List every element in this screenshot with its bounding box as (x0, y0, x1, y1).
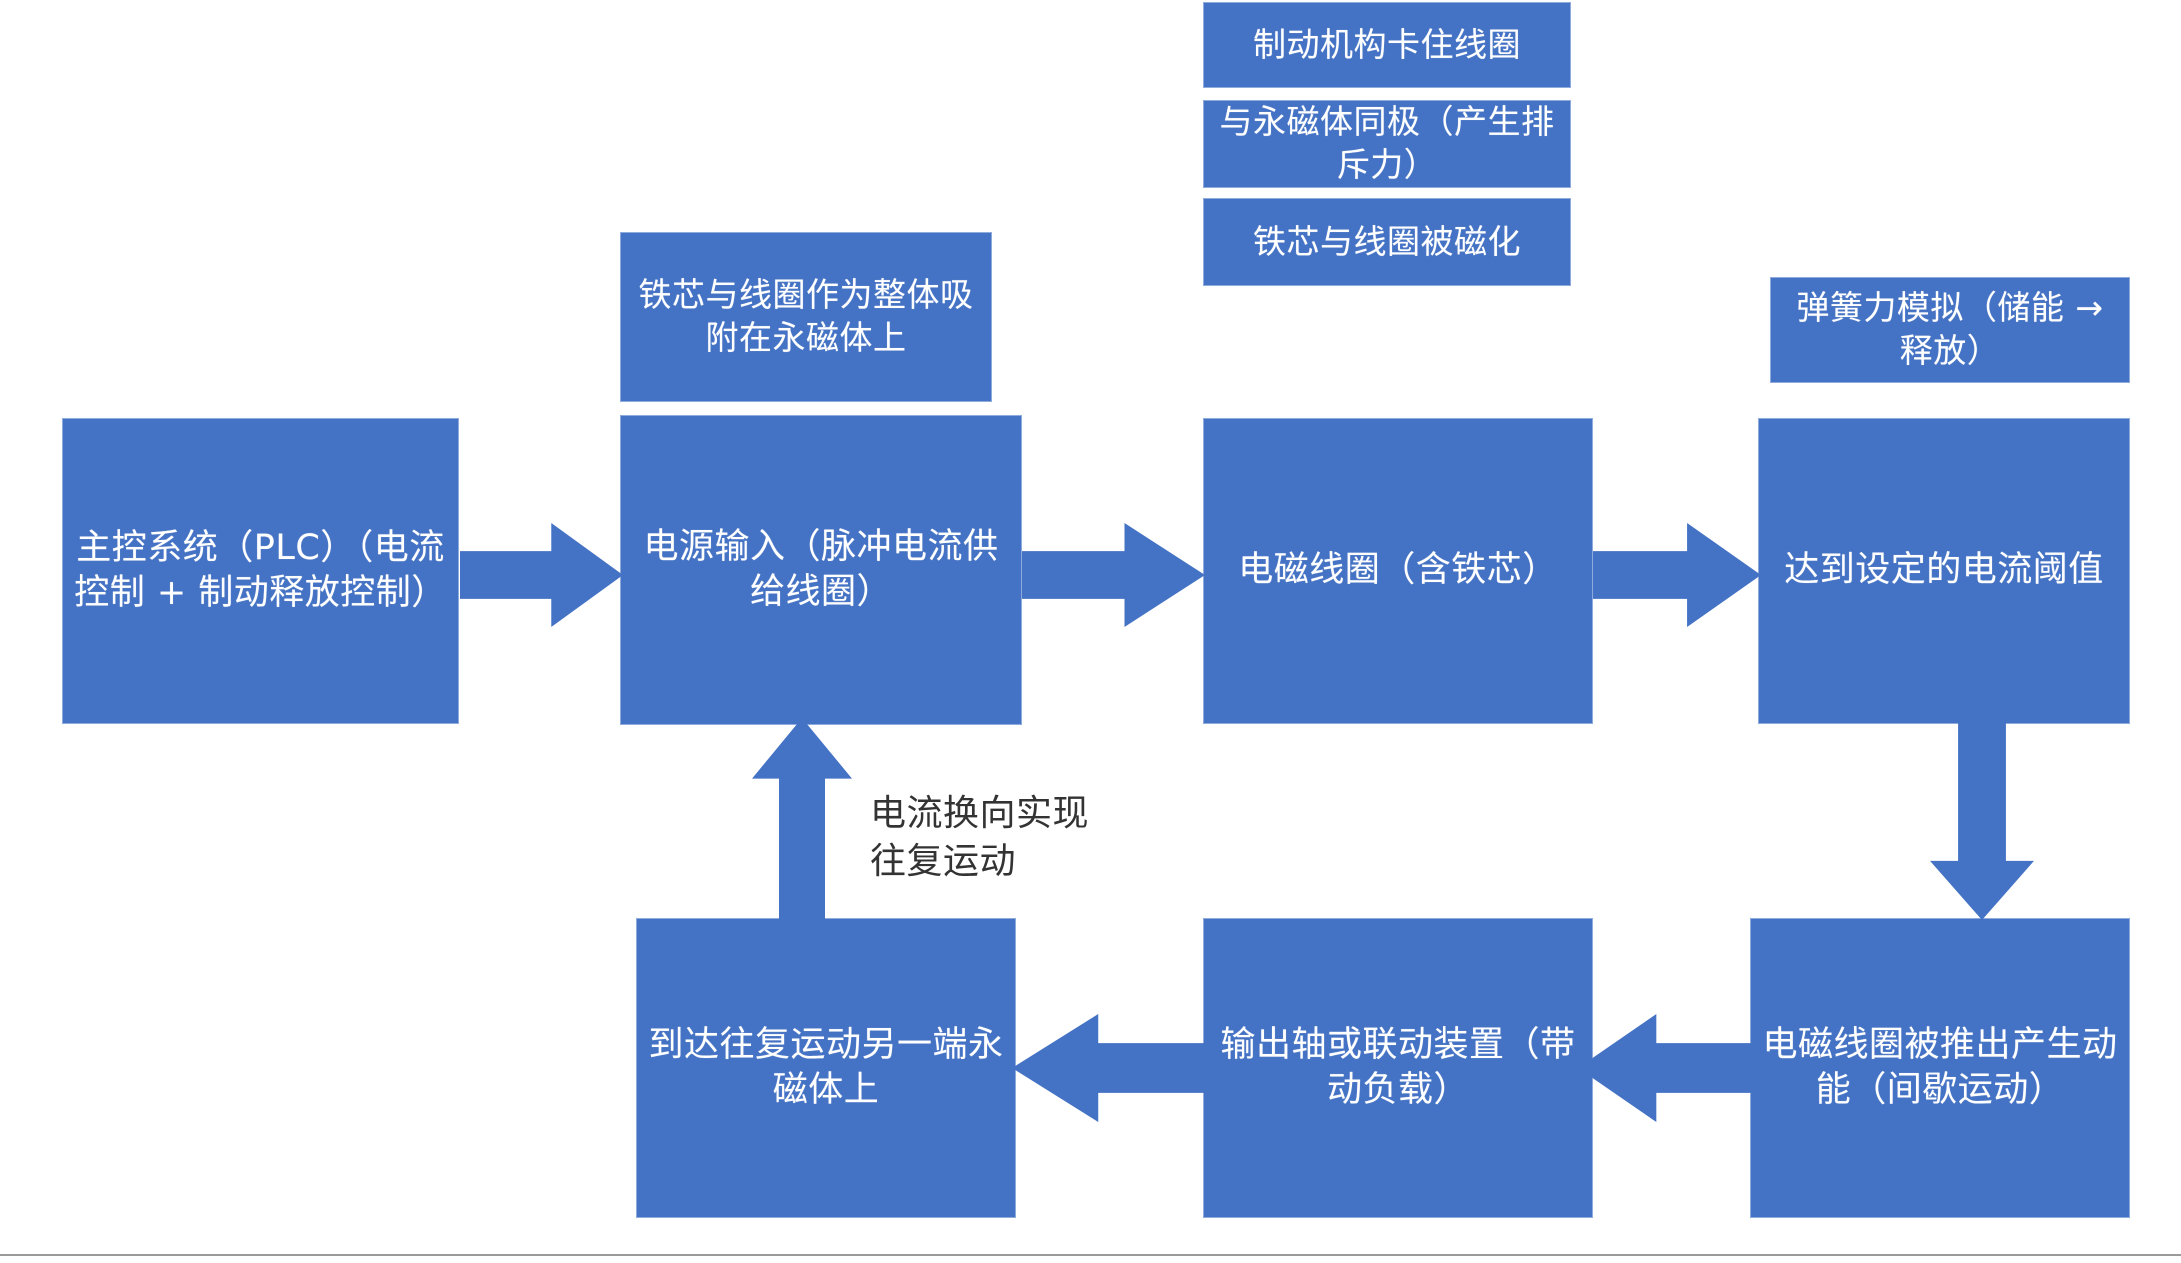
node-reach-other-magnet[interactable]: 到达往复运动另一端永磁体上 (636, 918, 1016, 1218)
node-power-input-label: 电源输入（脉冲电流供给线圈） (643, 526, 999, 613)
node-current-threshold-label: 达到设定的电流阈值 (1784, 550, 2104, 591)
node-reach-other-magnet-label: 到达往复运动另一端永磁体上 (648, 1024, 1004, 1111)
node-power-input[interactable]: 电源输入（脉冲电流供给线圈） (620, 415, 1022, 725)
node-output-shaft-label: 输出轴或联动装置（带动负载） (1220, 1024, 1576, 1111)
node-coil-pushed-out-label: 电磁线圈被推出产生动能（间歇运动） (1762, 1024, 2118, 1111)
arrow-power-input-to-coil (1022, 523, 1205, 627)
node-electromagnetic-coil-label: 电磁线圈（含铁芯） (1238, 550, 1558, 591)
node-same-pole-repulsion[interactable]: 与永磁体同极（产生排斥力） (1203, 100, 1571, 188)
node-spring-force-sim-label: 弹簧力模拟（储能 → 释放） (1796, 288, 2104, 370)
node-plc-label: 主控系统（PLC）（电流控制 + 制动释放控制） (74, 527, 447, 614)
node-brake-locks-coil[interactable]: 制动机构卡住线圈 (1203, 2, 1571, 88)
footer-divider (0, 1254, 2181, 1256)
node-output-shaft[interactable]: 输出轴或联动装置（带动负载） (1203, 918, 1593, 1218)
node-core-coil-attached[interactable]: 铁芯与线圈作为整体吸附在永磁体上 (620, 232, 992, 402)
arrow-coil-to-threshold (1593, 523, 1761, 627)
arrow-threshold-to-pushed-out (1930, 723, 2034, 920)
node-coil-pushed-out[interactable]: 电磁线圈被推出产生动能（间歇运动） (1750, 918, 2130, 1218)
node-spring-force-sim[interactable]: 弹簧力模拟（储能 → 释放） (1770, 277, 2130, 383)
annotation-current-reversal: 电流换向实现往复运动 (870, 793, 1090, 882)
arrow-plc-to-power-input (460, 523, 623, 627)
node-same-pole-repulsion-label: 与永磁体同极（产生排斥力） (1219, 102, 1555, 184)
arrow-pushed-out-to-output-shaft (1578, 1014, 1756, 1122)
arrow-reach-magnet-to-power-input (752, 718, 852, 920)
node-plc[interactable]: 主控系统（PLC）（电流控制 + 制动释放控制） (62, 418, 459, 724)
node-electromagnetic-coil[interactable]: 电磁线圈（含铁芯） (1203, 418, 1593, 724)
node-core-coil-magnetized-label: 铁芯与线圈被磁化 (1253, 221, 1521, 261)
node-core-coil-attached-label: 铁芯与线圈作为整体吸附在永磁体上 (638, 275, 974, 357)
node-brake-locks-coil-label: 制动机构卡住线圈 (1253, 24, 1521, 64)
arrow-output-shaft-to-reach-magnet (1012, 1014, 1208, 1122)
node-core-coil-magnetized[interactable]: 铁芯与线圈被磁化 (1203, 198, 1571, 286)
node-current-threshold[interactable]: 达到设定的电流阈值 (1758, 418, 2130, 724)
